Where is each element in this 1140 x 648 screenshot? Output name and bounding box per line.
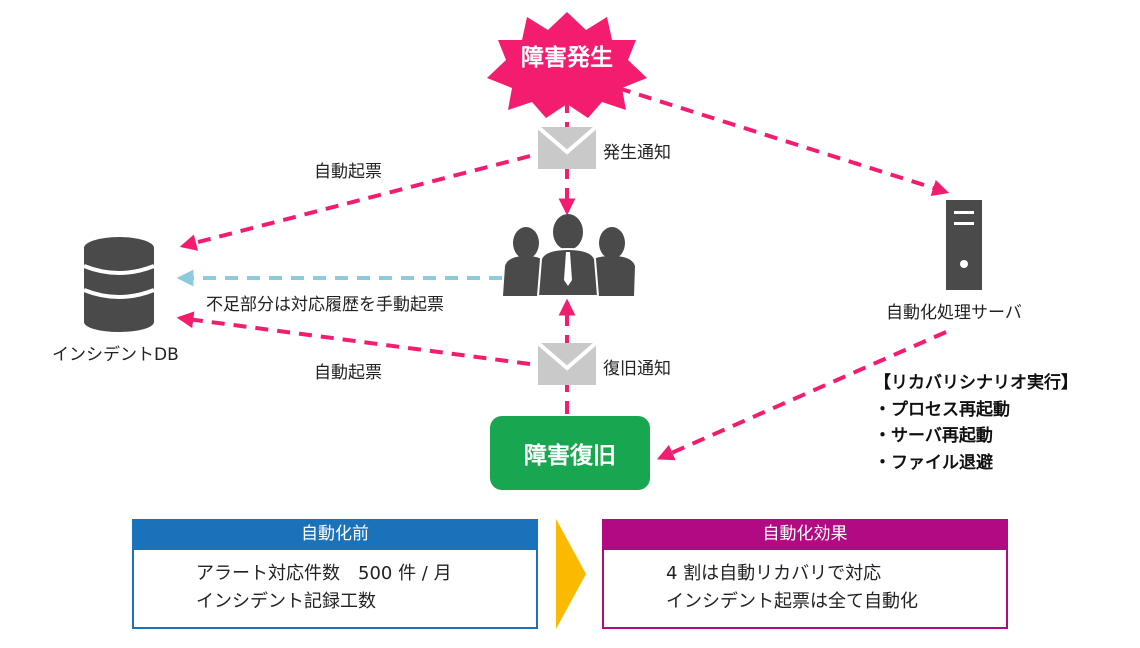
arrow-server-to-recovery <box>656 330 947 461</box>
automation-effect-title: 自動化効果 <box>602 519 1008 550</box>
database-icon <box>83 237 155 332</box>
manual-ticket-label: 不足部分は対応履歴を手動起票 <box>206 295 444 315</box>
scenario-item: ・サーバ再起動 <box>874 426 993 446</box>
occurrence-notification-label: 発生通知 <box>603 143 671 163</box>
server-icon <box>946 200 982 290</box>
mail-icon-occurrence <box>536 125 598 169</box>
automation-effect-box: 自動化効果 4 割は自動リカバリで対応 インシデント起票は全て自動化 <box>602 519 1008 629</box>
scenario-item: ・ファイル退避 <box>874 452 993 473</box>
before-automation-title: 自動化前 <box>132 519 538 550</box>
scenario-item: ・プロセス再起動 <box>874 399 1010 420</box>
before-line: アラート対応件数 500 件 / 月 <box>196 563 452 584</box>
incident-label: 障害発生 <box>521 45 613 71</box>
incident-burst-icon <box>487 12 647 118</box>
automation-server-label: 自動化処理サーバ <box>886 303 1022 323</box>
auto-ticket-label-bottom: 自動起票 <box>314 363 382 383</box>
recovery-notification-label: 復旧通知 <box>603 359 671 379</box>
auto-ticket-label-top: 自動起票 <box>314 162 382 182</box>
scenario-title: 【リカバリシナリオ実行】 <box>874 373 1078 393</box>
arrow-auto-ticket-top <box>179 154 531 251</box>
before-line: インシデント記録工数 <box>196 591 376 612</box>
arrow-auto-ticket-bottom <box>176 311 531 366</box>
transition-arrow-icon <box>556 519 586 629</box>
mail-icon-recovery <box>536 341 598 385</box>
incident-db-label: インシデントDB <box>52 345 179 365</box>
after-line: インシデント起票は全て自動化 <box>666 591 918 612</box>
recovery-label: 障害復旧 <box>524 443 616 469</box>
operators-team-icon <box>503 214 635 297</box>
after-line: 4 割は自動リカバリで対応 <box>666 563 882 584</box>
recovery-node: 障害復旧 <box>490 416 650 490</box>
before-automation-box: 自動化前 アラート対応件数 500 件 / 月 インシデント記録工数 <box>132 519 538 629</box>
arrow-incident-to-server <box>617 86 950 196</box>
recovery-scenario: 【リカバリシナリオ実行】 ・プロセス再起動 ・サーバ再起動 ・ファイル退避 <box>874 370 1078 476</box>
